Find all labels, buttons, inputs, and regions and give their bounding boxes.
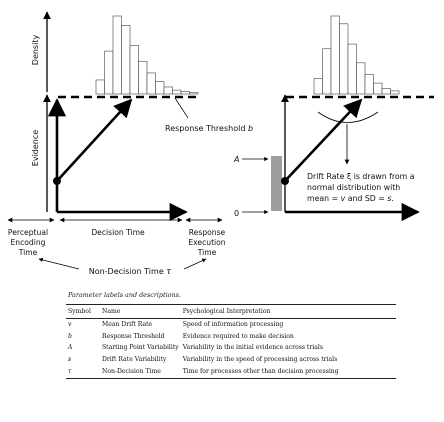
right-histogram-bar	[373, 82, 383, 95]
table-row: v Mean Drift Rate Speed of information p…	[66, 319, 396, 331]
drift-text-line1: Drift Rate ξ is drawn from a	[307, 172, 415, 181]
row-interpretation: Variability in the initial evidence acro…	[182, 344, 323, 352]
left-histogram-bar	[163, 86, 173, 95]
row-name: Response Threshold	[102, 332, 165, 340]
right-accumulation-line	[284, 98, 363, 182]
table-header-row: Symbol Name Psychological Interpretation	[66, 304, 396, 319]
lba-diagram: Density Evidence Response Threshold b Pe…	[7, 11, 434, 277]
right-histogram-bar	[381, 88, 391, 95]
left-accumulation-line	[56, 98, 133, 182]
left-histogram-bar	[95, 79, 105, 95]
right-histogram-bar	[313, 78, 323, 95]
right-histogram	[313, 15, 400, 95]
perceptual-label-3: Time	[18, 248, 38, 257]
row-symbol: A	[68, 344, 73, 352]
start-point-range-bar	[271, 156, 282, 211]
left-histogram-bar	[146, 72, 156, 95]
left-histogram-bar	[155, 81, 165, 95]
table-row: A Starting Point Variability Variability…	[66, 342, 396, 354]
evidence-axis-label: Evidence	[31, 130, 40, 166]
nondecision-pointer-right	[183, 258, 207, 270]
start-tick-label: A	[233, 155, 239, 164]
table-row: τ Non-Decision Time Time for processes o…	[66, 365, 396, 379]
table-row: b Response Threshold Evidence required t…	[66, 331, 396, 343]
perceptual-label-2: Encoding	[11, 238, 46, 247]
right-histogram-bar	[322, 48, 332, 95]
decision-time-label: Decision Time	[91, 228, 145, 237]
header-name: Name	[100, 304, 181, 319]
zero-tick-label: 0	[234, 209, 239, 218]
left-histogram-bar	[189, 92, 199, 95]
left-histogram-bar	[138, 60, 148, 95]
right-panel: A 0 Drift Rate ξ is drawn from a normal …	[233, 15, 434, 222]
left-panel: Density Evidence Response Threshold b Pe…	[7, 11, 253, 277]
threshold-label: Response Threshold b	[165, 124, 253, 133]
parameter-table: Symbol Name Psychological Interpretation…	[66, 304, 396, 379]
nondecision-label: Non-Decision Time τ	[89, 267, 173, 277]
right-histogram-bar	[339, 23, 349, 95]
header-symbol: Symbol	[66, 304, 100, 319]
left-histogram-bar	[104, 50, 114, 95]
right-histogram-bar	[356, 62, 366, 95]
row-interpretation: Time for processes other than decision p…	[180, 365, 396, 379]
nondecision-pointer-left	[38, 257, 80, 270]
left-histogram-bar	[129, 45, 139, 95]
right-histogram-bar	[364, 74, 374, 95]
row-symbol: s	[68, 356, 72, 364]
left-histogram-bar	[172, 89, 182, 95]
row-name: Starting Point Variability	[102, 344, 179, 352]
left-histogram-bar	[121, 25, 131, 95]
row-interpretation: Variability in the speed of processing a…	[182, 356, 338, 364]
left-histogram-bar	[180, 91, 190, 95]
right-start-point	[281, 177, 289, 185]
drift-text-line3: mean = v and SD = s.	[307, 194, 394, 203]
left-histogram-bar	[112, 15, 122, 95]
response-label-1: Response	[189, 228, 226, 237]
row-name: Drift Rate Variability	[102, 356, 167, 364]
perceptual-label-1: Perceptual	[8, 228, 48, 237]
right-histogram-bar	[390, 90, 400, 95]
left-start-point	[53, 177, 61, 185]
row-symbol: b	[68, 332, 72, 340]
response-label-3: Time	[197, 248, 217, 257]
table-caption: Parameter labels and descriptions.	[68, 291, 181, 299]
row-name: Mean Drift Rate	[102, 321, 153, 329]
drift-distribution-arc	[317, 111, 379, 123]
row-name: Non-Decision Time	[100, 365, 181, 379]
left-histogram	[95, 15, 199, 95]
table-row: s Drift Rate Variability Variability in …	[66, 354, 396, 366]
response-label-2: Execution	[188, 238, 225, 247]
header-interpretation: Psychological Interpretation	[180, 304, 396, 319]
row-symbol: v	[68, 321, 72, 329]
threshold-pointer	[174, 97, 189, 119]
right-histogram-bar	[330, 15, 340, 95]
density-axis-label: Density	[31, 35, 40, 66]
row-symbol: τ	[66, 365, 100, 379]
right-histogram-bar	[347, 43, 357, 95]
drift-text-line2: normal distribution with	[307, 183, 400, 192]
row-interpretation: Evidence required to make decision	[182, 332, 294, 340]
row-interpretation: Speed of information processing	[182, 321, 284, 329]
